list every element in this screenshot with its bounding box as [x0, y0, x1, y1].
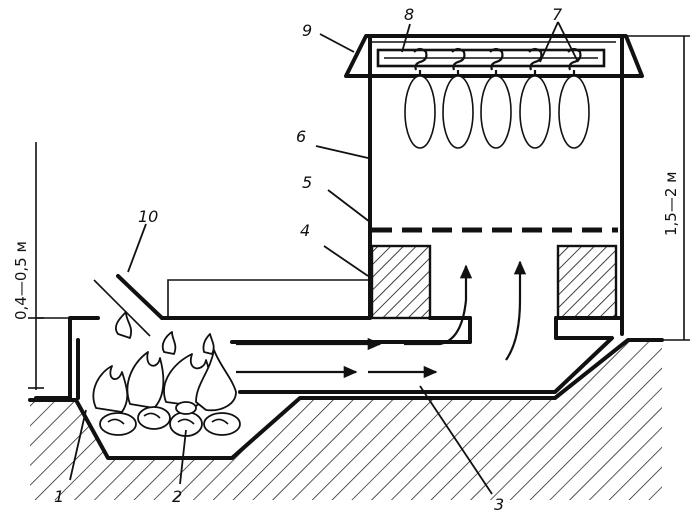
- label-9: 9: [302, 21, 312, 40]
- hook: [567, 47, 582, 76]
- hook: [451, 47, 466, 76]
- label-3: 3: [494, 495, 504, 514]
- dimension-left: [28, 142, 70, 390]
- dimension-right: [626, 35, 690, 341]
- hanging-product: [519, 75, 551, 149]
- leader-lines: [69, 21, 579, 495]
- fire-flames: [92, 311, 237, 413]
- fire-pit-rim: [34, 316, 100, 400]
- label-8: 8: [404, 5, 414, 24]
- support-block-left: [370, 244, 432, 320]
- hanging-product: [442, 75, 474, 149]
- hook: [489, 47, 504, 76]
- label-7: 7: [552, 5, 563, 24]
- damper-frame: [167, 279, 370, 318]
- dimension-left-text: 0,4—0,5 м: [12, 241, 30, 320]
- channel-top-wall: [160, 34, 372, 320]
- hook: [413, 47, 428, 76]
- hanging-product: [480, 75, 512, 149]
- hook: [528, 47, 543, 76]
- label-4: 4: [300, 221, 310, 240]
- label-10: 10: [138, 207, 158, 226]
- channel-floor: [238, 336, 614, 394]
- dimension-right-text: 1,5—2 м: [662, 172, 680, 236]
- firewood: [99, 401, 241, 437]
- smoke-flow-arrows: [236, 260, 527, 379]
- fire-pit-lid-edge: [93, 279, 151, 337]
- label-5: 5: [302, 173, 312, 192]
- hanging-product: [404, 75, 436, 149]
- ground-surface-left: [28, 338, 664, 460]
- label-2: 2: [172, 487, 182, 506]
- fire-pit-lid: [116, 274, 164, 320]
- hanging-product: [558, 75, 590, 149]
- label-6: 6: [296, 127, 306, 146]
- label-1: 1: [54, 487, 64, 506]
- hooks-and-products: [404, 47, 590, 149]
- channel-bottom-wall: [236, 316, 472, 344]
- support-block-right: [556, 244, 618, 320]
